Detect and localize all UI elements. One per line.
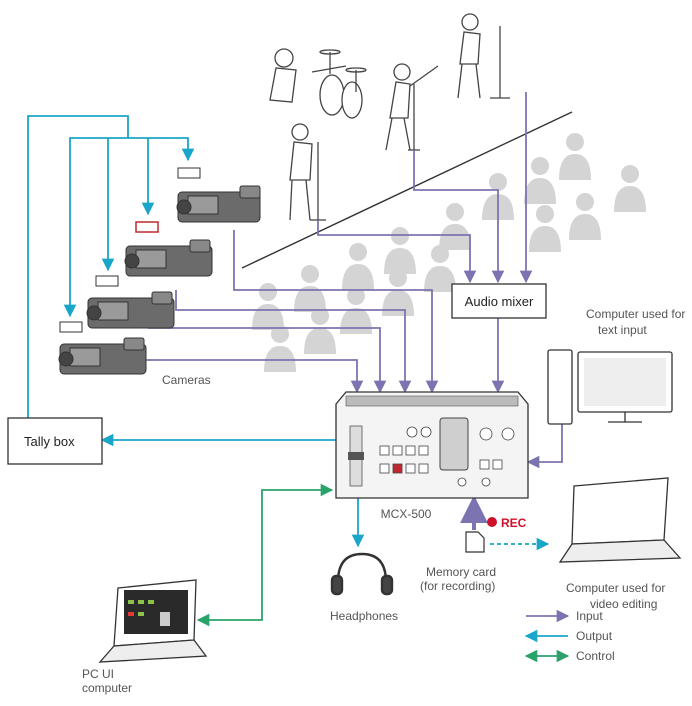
guitarist-icon [457,13,510,99]
pc-ui-control-line [196,483,334,627]
tally-trunk-line [27,115,129,418]
cameras-label: Cameras [162,373,211,387]
legend-control-label: Control [576,649,615,663]
legend-output-label: Output [576,629,613,643]
legend: Input Output Control [524,609,615,663]
headphones-label: Headphones [330,609,398,623]
tally-lamp-4 [59,321,83,333]
pc-ui-label-2: computer [82,681,132,695]
camera-line-3 [148,327,387,394]
tally-branch-1 [128,137,195,162]
camera-icon [58,185,261,375]
camera-line-4 [122,359,364,394]
tally-lamp-3 [95,275,119,287]
switcher-label: MCX-500 [381,507,432,521]
tally-lamp-2-active [135,221,159,233]
desktop-computer-icon [547,349,673,425]
computer-text-label-1: Computer used for [586,307,685,321]
stage-edge-line [241,111,573,269]
audio-line-singer [413,150,505,284]
computer-text-label-2: text input [598,323,647,337]
computer-text-line [526,424,563,469]
camera-line-1 [233,230,439,394]
camera-line-2 [175,290,412,394]
drummer-icon [269,48,367,119]
computer-edit-label-2: video editing [590,597,657,611]
switcher-device-icon [335,391,529,499]
bassist-icon [289,123,326,221]
computer-edit-label-1: Computer used for [566,581,665,595]
pc-ui-label-1: PC UI [82,667,114,681]
singer-icon [385,63,439,151]
memory-card-icon [465,531,485,553]
legend-input-label: Input [576,609,603,623]
headphones-icon [330,552,394,596]
memory-card-label-2: (for recording) [420,579,495,593]
laptop-edit-icon [558,477,682,563]
audio-mixer-box [451,283,547,319]
rec-dot-icon [487,517,497,527]
tally-box [7,417,103,465]
tally-box-label: Tally box [24,434,75,449]
memory-card-label-1: Memory card [426,565,496,579]
audio-line-bass [317,220,477,284]
audio-mixer-label: Audio mixer [465,294,534,309]
laptop-pcui-icon [98,579,208,663]
tally-lamp-1 [177,167,201,179]
rec-label: REC [501,516,527,530]
